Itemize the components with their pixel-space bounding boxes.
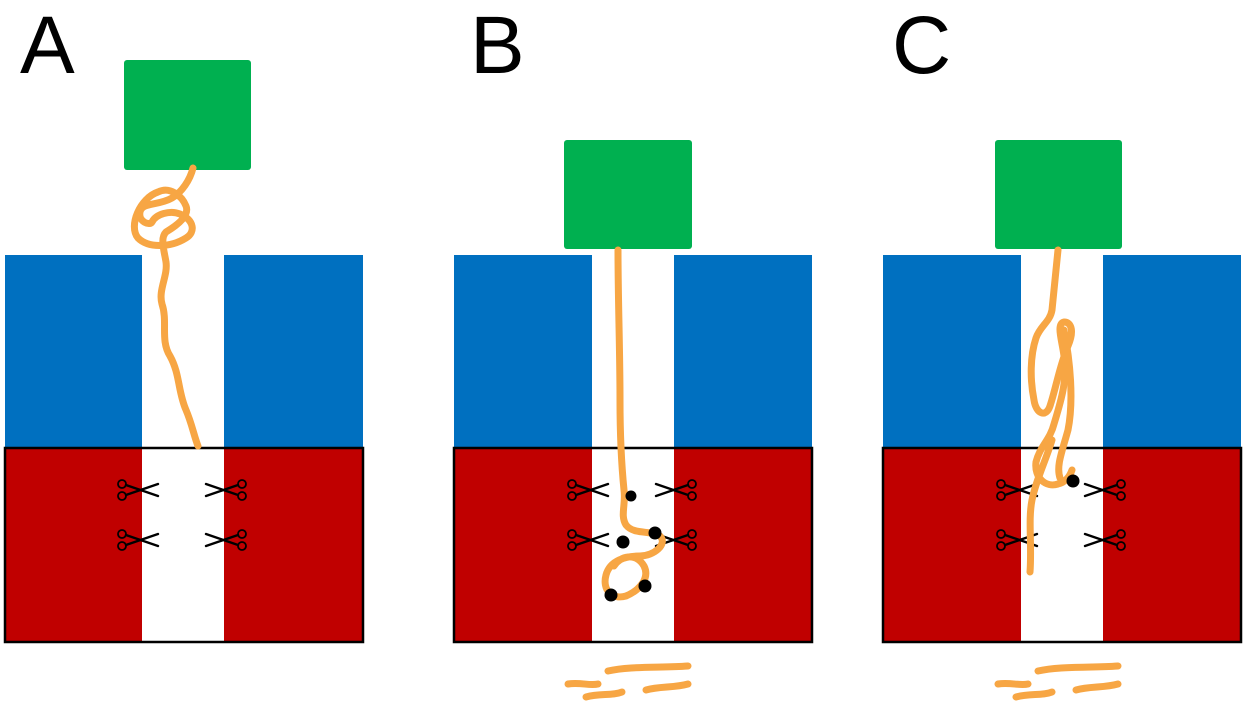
black-dot [604, 588, 618, 602]
green-square [124, 60, 251, 170]
black-dot [625, 490, 637, 502]
panel-label-c: C [892, 0, 951, 91]
panel-a: A [3, 0, 365, 644]
blue-block [5, 255, 363, 448]
strand-a [130, 164, 202, 450]
cut-site-dots [1066, 474, 1080, 488]
strand-c-loop [1055, 326, 1075, 482]
panel-label-b: B [470, 0, 525, 91]
red-block [3, 446, 365, 644]
strand-c [1026, 246, 1076, 576]
black-dot [616, 535, 630, 549]
panel-label-a: A [20, 0, 75, 91]
cut-site-dots [604, 490, 662, 602]
orange-fragments [564, 662, 692, 701]
panel-b: B [452, 0, 814, 701]
panel-c: C [881, 0, 1243, 701]
orange-fragments [994, 662, 1122, 701]
red-block [452, 446, 814, 644]
green-square [995, 140, 1122, 249]
blue-block [454, 255, 812, 448]
black-dot [1066, 474, 1080, 488]
black-dot [638, 579, 652, 593]
green-square [564, 140, 692, 249]
black-dot [648, 526, 662, 540]
